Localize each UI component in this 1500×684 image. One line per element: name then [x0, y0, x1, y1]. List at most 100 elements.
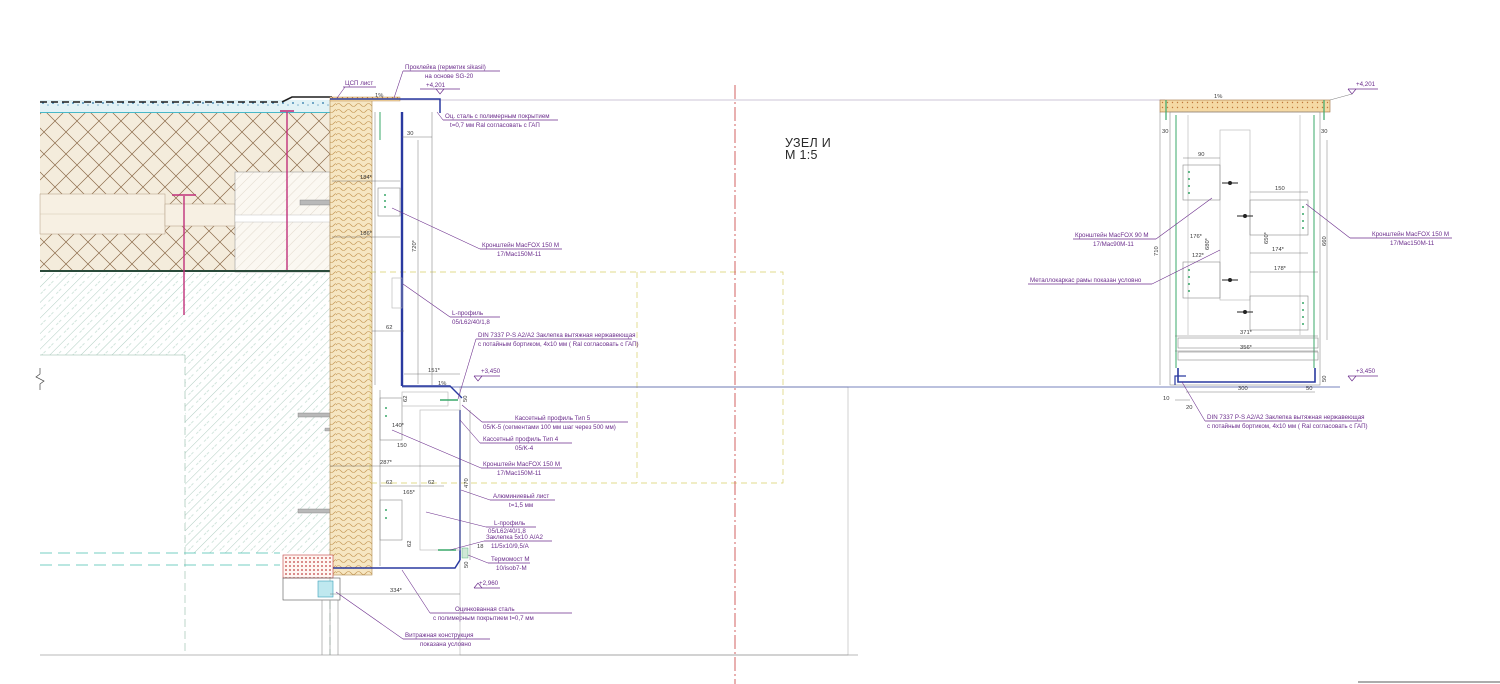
dim-text: 184* — [360, 175, 373, 181]
beam-gap — [234, 214, 331, 223]
dim-text: 62 — [386, 325, 392, 331]
bracket-lower-screw — [385, 407, 387, 409]
window-glazing-bead — [317, 580, 334, 598]
label-right-rivet-leader — [1181, 381, 1206, 422]
label-lprofile1-leader — [402, 283, 451, 318]
label-bracket1-1: Кронштейн MacFOX 150 M — [482, 242, 559, 249]
label-alu-leader — [460, 489, 491, 501]
dim-text: 151* — [428, 368, 441, 374]
label-sealant-leader — [393, 70, 404, 99]
slope-mid: 1% — [438, 381, 446, 387]
dim-text: 165* — [403, 490, 416, 496]
right-slope-top: 1% — [1214, 94, 1222, 100]
facade-lower-soffit — [330, 390, 469, 569]
label-rivet2-leader — [449, 540, 485, 551]
bracket-screw — [1302, 309, 1304, 311]
label-thermo-leader — [467, 554, 489, 564]
label-tsp-leader — [336, 86, 346, 99]
label-bracket150-leader — [1305, 203, 1351, 239]
bracket-screw — [1188, 276, 1190, 278]
bracket-screw — [1188, 178, 1190, 180]
bracket-upper-screw — [384, 200, 386, 202]
node-title: УЗЕЛ И — [785, 136, 831, 150]
label-tsp: ЦСП лист — [345, 80, 373, 87]
right-bottom-cassette — [1177, 368, 1316, 383]
label-glazing-2: показана условно — [420, 641, 472, 648]
level-bot-triangle — [473, 582, 483, 589]
label-lprofile1-1: L-профиль — [452, 310, 483, 317]
bracket-upper — [377, 187, 401, 217]
right-labels: +4,201 1% Кронштейн MacFOX 90 M 17/Mac90… — [1028, 81, 1452, 430]
dim-text: 62 — [403, 396, 409, 402]
bracket-screw — [1302, 213, 1304, 215]
dim-text: 174* — [1272, 247, 1285, 253]
concrete-wall-hatch — [40, 273, 330, 553]
dim-text: 287* — [380, 460, 393, 466]
label-rivet-leader — [457, 338, 477, 400]
bracket-screw — [1302, 323, 1304, 325]
dim-text: 50 — [1306, 386, 1312, 392]
label-steel-1: Оц. сталь с полимерным покрытием — [445, 113, 550, 120]
label-steel-2: t=0,7 мм Ral согласовать с ГАП — [450, 122, 540, 129]
label-frame-note: Металлокаркас рамы показан условно — [1030, 277, 1142, 284]
window-frame-head — [282, 577, 341, 601]
dim-text: 660 — [1322, 236, 1328, 246]
bracket-screw — [1188, 185, 1190, 187]
galvanized-steel-bottom — [330, 559, 461, 569]
label-bracket90-leader — [1155, 197, 1213, 240]
dim-text: 30 — [1162, 129, 1168, 135]
level-bot-mark: +2,960 — [479, 580, 499, 587]
bracket-screw — [1188, 192, 1190, 194]
bracket-screw — [1188, 283, 1190, 285]
label-alu-2: t=1,5 мм — [509, 502, 533, 509]
right-bottom-drip — [1174, 375, 1186, 385]
label-bracket90-1: Кронштейн MacFOX 90 M — [1075, 232, 1149, 239]
bracket-lower-1 — [379, 397, 403, 441]
bracket-screw — [1302, 227, 1304, 229]
window-frame — [282, 554, 341, 655]
bracket-screw — [1188, 290, 1190, 292]
label-bracket90-2: 17/Mac90M-11 — [1093, 241, 1134, 248]
label-steel-leader — [436, 111, 444, 121]
dim-text: 650* — [1264, 231, 1270, 244]
label-lprofile1-2: 05/L62/40/1,8 — [452, 319, 490, 326]
bracket-screw — [1302, 302, 1304, 304]
slope-top: 1% — [375, 93, 383, 99]
dim-text: 90 — [1198, 152, 1204, 158]
roof-membrane-upturn — [281, 96, 332, 103]
label-cassette5-leader — [461, 404, 483, 423]
bracket-screw — [1188, 171, 1190, 173]
level-top-triangle — [435, 88, 445, 95]
l-profile-upper — [391, 277, 403, 309]
right-level-top: +4,201 — [1356, 81, 1376, 88]
dim-text: 10 — [1163, 396, 1169, 402]
dim-text: 710 — [1154, 246, 1160, 256]
top-flashing-steel — [330, 98, 441, 113]
right-outer-frame — [1169, 111, 1321, 386]
label-glazing-1: Витражная конструкция — [405, 632, 473, 639]
right-level-mid: +3,450 — [1356, 368, 1376, 375]
bracket-screw — [1302, 316, 1304, 318]
level-mid-mark: +3,450 — [481, 368, 501, 375]
label-cassette5-2: 05/K-5 (сегментами 100 мм шаг через 500 … — [483, 424, 616, 431]
dim-text: 30 — [407, 131, 413, 137]
dim-text: 356* — [1240, 345, 1253, 351]
dim-text: 150 — [397, 443, 407, 449]
right-bracket-150-upper — [1249, 199, 1309, 236]
guide-rect-yellow — [369, 271, 784, 484]
dim-text: 371* — [1240, 330, 1253, 336]
label-thermo-2: 10/isob7-M — [496, 565, 527, 572]
dim-text: 50 — [464, 562, 470, 568]
right-dimensions: 30 30 90 150 176* 680* 650* 660 710 174*… — [1154, 112, 1328, 411]
label-glazing-leader — [335, 591, 404, 640]
dim-text: 178* — [1274, 266, 1287, 272]
label-galv-leader — [401, 569, 431, 614]
dim-text: 680* — [1205, 237, 1211, 250]
left-dimensions: 30 184* 186* 720* 62 151* 62 50 140* 150… — [330, 131, 483, 595]
level-top-mark: +4,201 — [426, 82, 446, 89]
thermal-break — [461, 547, 469, 559]
dim-text: 20 — [1186, 405, 1192, 411]
label-thermo-1: Термомост M — [491, 556, 530, 563]
label-cassette4-1: Кассетный профиль Тип 4 — [483, 436, 559, 443]
dim-text: 720* — [412, 239, 418, 252]
